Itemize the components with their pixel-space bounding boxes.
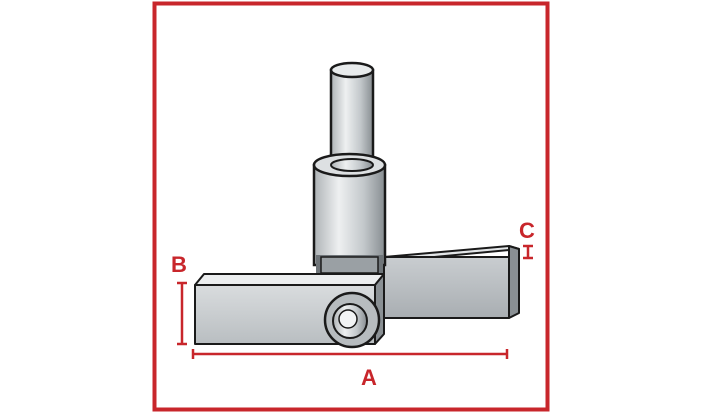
dimension-b-label: B bbox=[171, 252, 187, 277]
hinge-pin bbox=[329, 61, 375, 172]
dimension-c-label: C bbox=[519, 218, 535, 243]
dimension-a-label: A bbox=[361, 365, 377, 390]
dimension-b: B bbox=[171, 252, 187, 346]
hinge-barrel bbox=[312, 152, 387, 274]
back-hinge-leaf bbox=[383, 245, 520, 319]
dimension-a: A bbox=[191, 349, 509, 390]
dimension-c: C bbox=[519, 218, 535, 260]
lower-knuckle bbox=[323, 291, 381, 349]
